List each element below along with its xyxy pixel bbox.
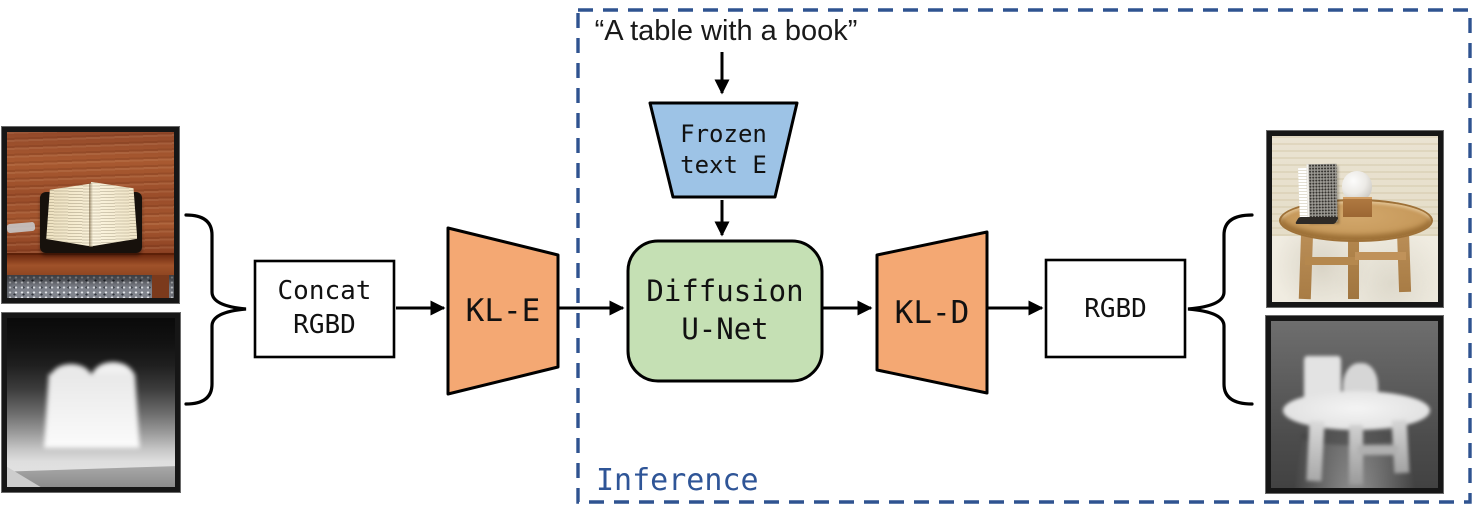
table-leg-left-depth — [1306, 420, 1325, 482]
table-leg — [152, 274, 169, 298]
kl-decoder-shape — [875, 230, 989, 395]
book-body — [43, 373, 140, 449]
prompt-text: “A table with a book” — [594, 14, 858, 47]
book-right-page — [90, 181, 138, 247]
inference-label: Inference — [596, 462, 759, 498]
concat-box — [253, 259, 396, 359]
ball-lamp — [1341, 170, 1373, 202]
kl-decoder-label: KL-D — [894, 294, 970, 331]
output-group-brace — [1187, 213, 1254, 406]
concat-label: Concat RGBD — [277, 276, 372, 340]
kl-encoder-label: KL-E — [465, 293, 541, 329]
table-stretcher-right — [1355, 252, 1407, 261]
text-encoder-label: Frozen text E — [680, 120, 767, 179]
table-stretcher-left — [1305, 257, 1359, 266]
inference-boundary — [576, 8, 1472, 504]
book-spine — [89, 183, 94, 247]
rgbd-box — [1044, 258, 1187, 359]
table-leg-center-depth — [1349, 424, 1363, 485]
table-front-edge — [7, 253, 174, 279]
kl-encoder-shape — [446, 226, 560, 396]
book-depth-silhouette — [7, 318, 175, 487]
input-group-brace — [184, 213, 247, 406]
table-stretcher-depth — [1357, 444, 1398, 455]
standing-book-cover — [1306, 163, 1338, 223]
input-depth-image — [2, 313, 180, 492]
unet-box — [626, 239, 824, 383]
text-encoder-shape — [648, 101, 799, 199]
table-depth-silhouette — [1271, 321, 1438, 488]
book-stand — [1294, 217, 1339, 224]
wooden-cube — [1343, 197, 1372, 218]
output-depth-image — [1266, 316, 1443, 493]
output-rgb-image — [1267, 131, 1443, 307]
unet-label: Diffusion U-Net — [646, 274, 804, 346]
table-edge-depth — [7, 466, 175, 487]
input-rgb-image — [2, 127, 179, 303]
rgbd-label: RGBD — [1084, 293, 1147, 324]
book-left-page — [46, 183, 92, 247]
carpet — [7, 274, 174, 298]
